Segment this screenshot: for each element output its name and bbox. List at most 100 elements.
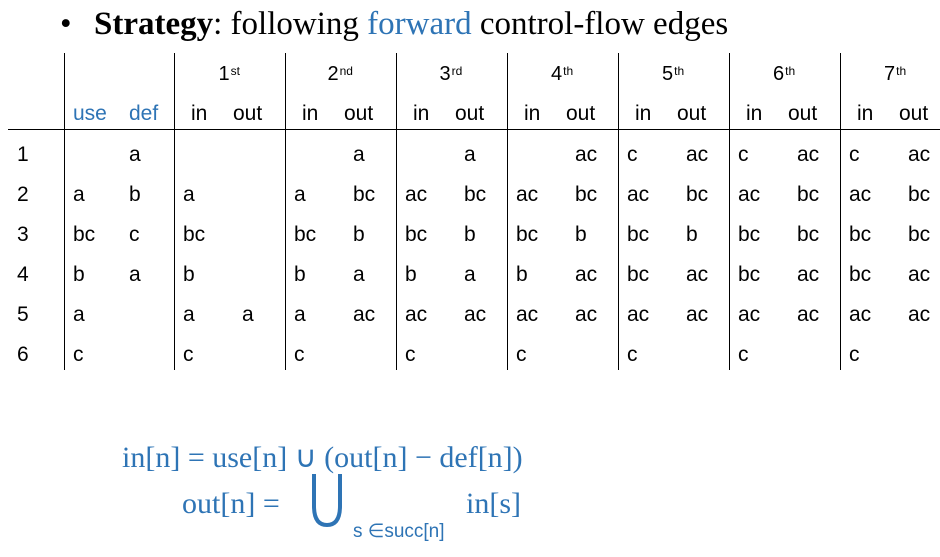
iteration-suffix: rd xyxy=(451,64,463,78)
def-cell: a xyxy=(129,143,141,166)
out-cell: ac xyxy=(575,143,598,166)
out-column-header: out xyxy=(677,102,707,125)
out-cell: ac xyxy=(353,303,376,326)
out-column-header: out xyxy=(233,102,263,125)
iteration-suffix: th xyxy=(896,64,907,78)
out-cell: ac xyxy=(908,263,931,286)
in-cell: a xyxy=(294,303,306,326)
in-cell: ac xyxy=(738,183,761,206)
in-cell: c xyxy=(849,143,860,166)
in-cell: c xyxy=(849,343,860,366)
in-cell: ac xyxy=(849,183,872,206)
iteration-number: 4 xyxy=(551,63,563,85)
out-column-header: out xyxy=(788,102,818,125)
iteration-suffix: th xyxy=(785,64,796,78)
column-divider xyxy=(507,53,508,370)
iteration-suffix: st xyxy=(230,64,240,78)
in-column-header: in xyxy=(191,102,208,125)
out-column-header: out xyxy=(344,102,374,125)
in-cell: bc xyxy=(294,223,317,246)
iteration-suffix: th xyxy=(563,64,574,78)
column-divider xyxy=(396,53,397,370)
formula-out-left: out[n] = xyxy=(182,487,280,520)
out-column-header: out xyxy=(899,102,929,125)
in-cell: a xyxy=(183,303,195,326)
out-cell: ac xyxy=(686,143,709,166)
in-cell: c xyxy=(183,343,194,366)
def-cell: c xyxy=(129,223,140,246)
in-cell: ac xyxy=(849,303,872,326)
formula-in: in[n] = use[n] ∪ (out[n] − def[n]) xyxy=(122,441,523,474)
out-cell: bc xyxy=(908,223,931,246)
use-cell: a xyxy=(73,303,85,326)
out-cell: a xyxy=(242,303,254,326)
out-cell: bc xyxy=(353,183,376,206)
out-cell: bc xyxy=(575,183,598,206)
out-cell: b xyxy=(575,223,587,246)
iteration-number: 2 xyxy=(327,63,339,85)
iteration-number: 7 xyxy=(884,63,896,85)
in-cell: c xyxy=(738,343,749,366)
in-cell: bc xyxy=(516,223,539,246)
use-cell: b xyxy=(73,263,85,286)
def-cell: b xyxy=(129,183,141,206)
out-cell: a xyxy=(353,143,365,166)
out-cell: ac xyxy=(686,263,709,286)
use-cell: a xyxy=(73,183,85,206)
row-number: 5 xyxy=(17,303,29,326)
header-divider xyxy=(8,129,940,130)
column-divider xyxy=(618,53,619,370)
column-divider xyxy=(64,53,65,370)
out-cell: b xyxy=(464,223,476,246)
row-number: 3 xyxy=(17,223,29,246)
bullet-icon: • xyxy=(60,6,72,42)
iteration-number: 6 xyxy=(773,63,785,85)
iteration-header: 1st xyxy=(219,62,240,86)
in-cell: b xyxy=(516,263,528,286)
in-column-header: in xyxy=(746,102,763,125)
out-cell: ac xyxy=(575,263,598,286)
iteration-header: 5th xyxy=(662,62,684,86)
out-cell: bc xyxy=(686,183,709,206)
in-cell: c xyxy=(516,343,527,366)
out-cell: a xyxy=(464,143,476,166)
out-cell: ac xyxy=(797,303,820,326)
in-cell: bc xyxy=(183,223,206,246)
in-cell: c xyxy=(627,343,638,366)
in-cell: ac xyxy=(405,303,428,326)
in-cell: bc xyxy=(738,263,761,286)
in-cell: c xyxy=(405,343,416,366)
strategy-label: Strategy xyxy=(94,6,214,42)
in-cell: ac xyxy=(516,183,539,206)
row-number: 4 xyxy=(17,263,29,286)
iteration-header: 3rd xyxy=(440,62,463,86)
in-cell: bc xyxy=(405,223,428,246)
use-cell: c xyxy=(73,343,84,366)
in-cell: bc xyxy=(627,223,650,246)
in-cell: b xyxy=(294,263,306,286)
out-column-header: out xyxy=(566,102,596,125)
formula-out-right: in[s] xyxy=(466,487,521,520)
in-cell: bc xyxy=(738,223,761,246)
iteration-header: 7th xyxy=(884,62,906,86)
iteration-suffix: th xyxy=(674,64,685,78)
iteration-header: 6th xyxy=(773,62,795,86)
use-cell: bc xyxy=(73,223,96,246)
column-divider xyxy=(729,53,730,370)
in-cell: b xyxy=(405,263,417,286)
in-cell: bc xyxy=(627,263,650,286)
out-cell: ac xyxy=(797,143,820,166)
formula-subscript: s ∈succ[n] xyxy=(353,521,445,542)
iteration-header: 4th xyxy=(551,62,573,86)
strategy-text-rest: control-flow edges xyxy=(471,6,729,42)
in-column-header: in xyxy=(635,102,652,125)
in-column-header: in xyxy=(524,102,541,125)
out-cell: a xyxy=(353,263,365,286)
in-cell: c xyxy=(627,143,638,166)
in-column-header: in xyxy=(413,102,430,125)
out-cell: a xyxy=(464,263,476,286)
in-cell: ac xyxy=(516,303,539,326)
out-cell: b xyxy=(686,223,698,246)
strategy-text-forward: forward xyxy=(367,6,472,42)
